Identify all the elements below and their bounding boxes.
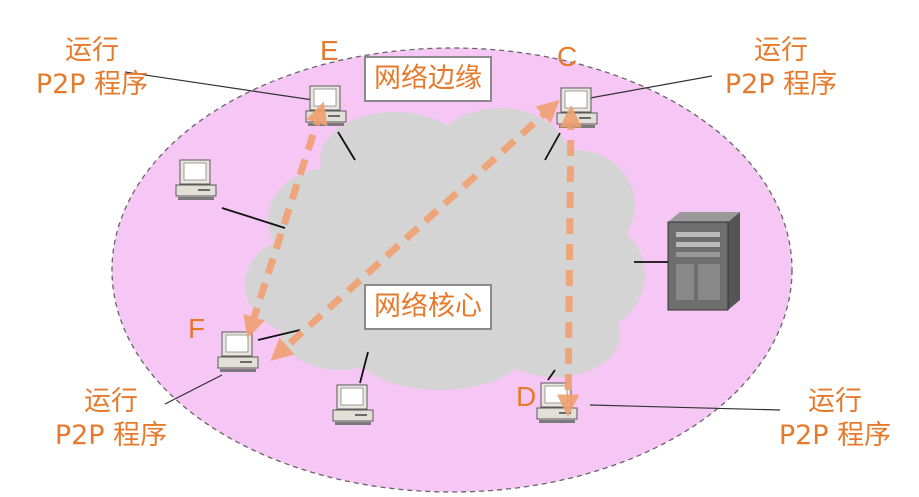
- callout-lines: [124, 71, 781, 411]
- callout-e: 运行 P2P 程序: [22, 34, 162, 102]
- callout-f: 运行 P2P 程序: [36, 385, 186, 453]
- server-icon: [667, 212, 740, 311]
- arrow-c-f: [270, 99, 560, 362]
- network-edge-label: 网络边缘: [364, 56, 492, 102]
- host-c-computer-icon: [556, 87, 598, 129]
- callout-c-line2: P2P 程序: [724, 69, 838, 100]
- host-computer-icon: [175, 159, 217, 201]
- callout-f-line2: P2P 程序: [54, 420, 168, 451]
- node-label-c: C: [557, 41, 578, 72]
- callout-d: 运行 P2P 程序: [760, 385, 910, 453]
- arrow-c-d: [556, 105, 583, 417]
- callout-f-line1: 运行: [84, 386, 138, 417]
- p2p-arrows: [243, 99, 583, 417]
- callout-e-line1: 运行: [65, 35, 119, 66]
- callout-c: 运行 P2P 程序: [706, 34, 856, 102]
- network-core-label: 网络核心: [364, 284, 492, 330]
- host-e-computer-icon: [305, 85, 347, 127]
- node-label-e: E: [320, 35, 339, 66]
- callout-d-line2: P2P 程序: [778, 420, 892, 451]
- callout-e-line2: P2P 程序: [35, 69, 149, 100]
- callout-d-line1: 运行: [808, 386, 862, 417]
- host-computer-icon: [332, 384, 374, 426]
- callout-c-line1: 运行: [754, 35, 808, 66]
- host-f-computer-icon: [217, 331, 259, 373]
- node-label-f: F: [188, 313, 206, 344]
- node-label-d: D: [516, 381, 537, 412]
